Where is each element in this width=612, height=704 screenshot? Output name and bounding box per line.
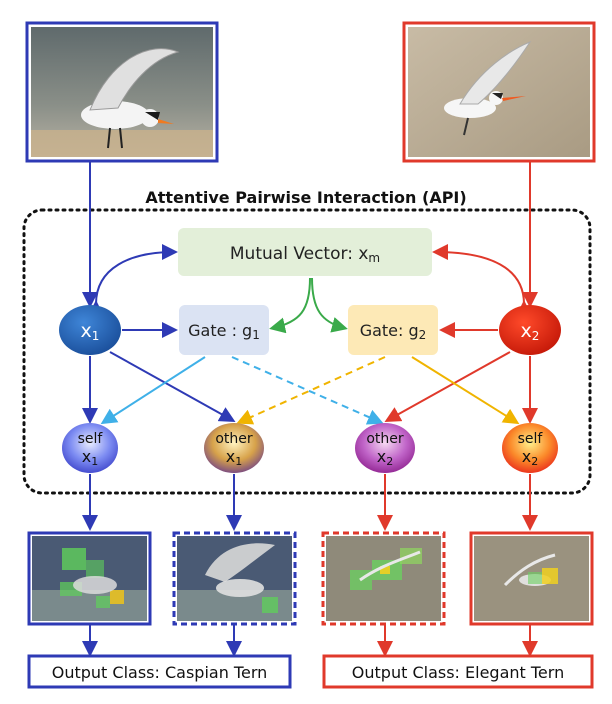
self-x2-sub: 2 [531,455,538,468]
x2-node: x2 [499,305,561,355]
heatmap-other-x2 [321,531,446,626]
x2-label: x [521,320,532,342]
self-x2-node: self x2 [502,423,558,473]
api-title: Attentive Pairwise Interaction (API) [145,188,466,207]
svg-text:Gate : g1: Gate : g1 [188,321,260,342]
input-photo-left [25,21,219,163]
output-box-left: Output Class: Caspian Tern [27,654,292,689]
self-x1-sub: 1 [91,455,98,468]
self-x1-node: self x1 [62,423,118,473]
self-x2-label: x [522,447,531,466]
x1-label: x [81,320,92,342]
other-x2-sub: 2 [386,455,393,468]
output-box-right: Output Class: Elegant Tern [322,654,594,689]
svg-text:Mutual Vector: xm: Mutual Vector: xm [230,244,380,265]
other-x1-label: x [226,447,235,466]
gate-2-label: Gate: g [360,321,419,340]
svg-text:x1: x1 [226,447,242,468]
svg-text:x2: x2 [522,447,538,468]
svg-text:x1: x1 [81,320,100,343]
other-x1-node: other x1 [204,423,264,473]
tern-bird-icon [81,48,180,149]
other-x1-sub: 1 [235,455,242,468]
flow-arrows [82,161,538,657]
svg-text:x2: x2 [377,447,393,468]
x1-node: x1 [59,305,121,355]
other-x2-label: x [377,447,386,466]
input-photo-right [402,21,596,163]
gate-2-sub: 2 [419,328,427,342]
x2-sub: 2 [532,329,540,343]
mutual-vector-label: Mutual Vector: x [230,244,369,264]
mutual-vector-sub: m [368,251,380,265]
other-x2-top: other [366,431,404,447]
gate-1-sub: 1 [252,328,260,342]
self-x1-label: x [82,447,91,466]
heatmap-other-x1 [172,531,297,626]
other-x1-top: other [215,431,253,447]
gate-1-box: Gate : g1 [179,305,269,355]
other-x2-node: other x2 [355,423,415,473]
tern-bird-icon [444,40,532,136]
svg-text:x2: x2 [521,320,540,343]
output-right-label: Output Class: Elegant Tern [352,663,564,682]
gate-1-label: Gate : g [188,321,252,340]
api-frame [22,208,592,495]
svg-text:x1: x1 [82,447,98,468]
output-left-label: Output Class: Caspian Tern [52,663,268,682]
self-x1-top: self [78,431,104,447]
self-x2-top: self [518,431,544,447]
gate-2-box: Gate: g2 [348,305,438,355]
heatmap-self-x2 [469,531,594,626]
mutual-vector-box: Mutual Vector: xm [178,228,432,276]
svg-text:Gate: g2: Gate: g2 [360,321,427,342]
heatmap-self-x1 [27,531,152,626]
x1-sub: 1 [92,329,100,343]
